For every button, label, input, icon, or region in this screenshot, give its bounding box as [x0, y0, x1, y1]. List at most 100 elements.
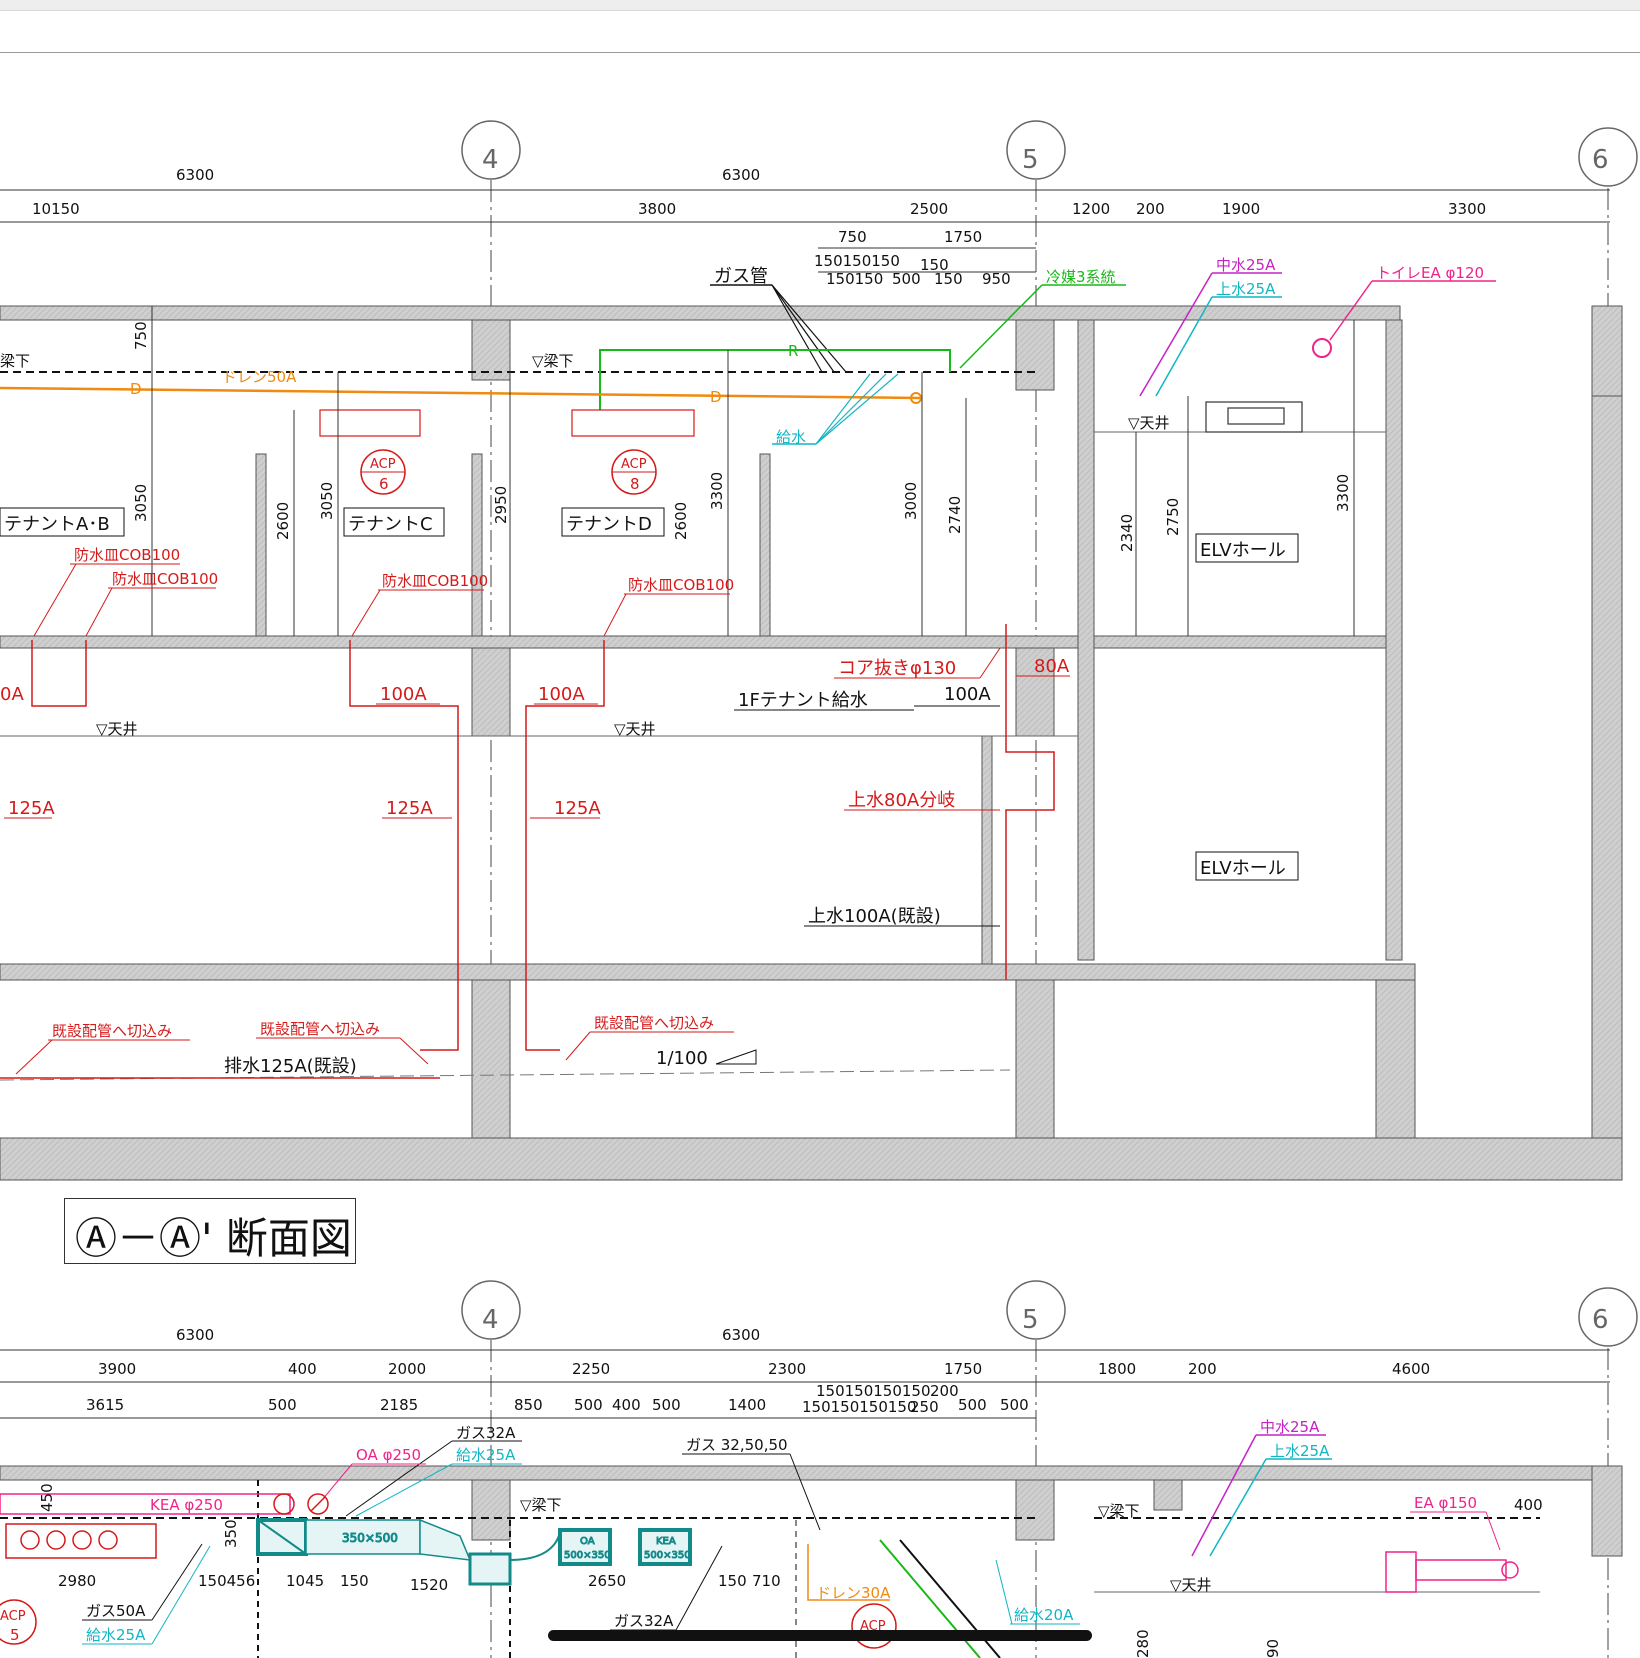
- drain-d-mark-2: D: [710, 388, 722, 406]
- svg-text:テナントD: テナントD: [566, 514, 652, 535]
- dim2-150456: 150456: [198, 1572, 255, 1590]
- pan-label-2: 防水皿COB100: [112, 570, 218, 588]
- svg-text:5: 5: [10, 1626, 20, 1644]
- pan-label-1: 防水皿COB100: [74, 546, 180, 564]
- dim-150-c: 150: [934, 270, 963, 288]
- feed-water-label: 給水: [776, 428, 806, 446]
- drain-d-mark-1: D: [130, 380, 142, 398]
- pan-label-3: 防水皿COB100: [382, 572, 488, 590]
- home-indicator-bar[interactable]: [548, 1630, 1092, 1641]
- svg-text:テナントA･B: テナントA･B: [4, 514, 110, 535]
- beam-bottom-mark-2: ▽梁下: [520, 1496, 562, 1514]
- vdim-750: 750: [132, 321, 150, 350]
- acp-6-symbol: ACP 6: [360, 449, 406, 495]
- dim2-350a: 350: [222, 1519, 240, 1548]
- r-mark: R: [788, 342, 798, 360]
- dim-2500: 2500: [910, 200, 948, 218]
- svg-text:ACP: ACP: [370, 457, 396, 472]
- supply-water-label: 上水25A: [1216, 280, 1276, 298]
- dim2-150c: 150: [340, 1572, 369, 1590]
- gas-pipe-label: ガス管: [714, 266, 768, 287]
- dim-200: 200: [1136, 200, 1165, 218]
- slope-label: 1/100: [656, 1048, 708, 1069]
- vdim-3000: 3000: [902, 482, 920, 520]
- dim2-4600: 4600: [1392, 1360, 1430, 1378]
- svg-text:ACP: ACP: [0, 1609, 26, 1624]
- svg-text:4: 4: [482, 1305, 499, 1335]
- beam-bottom-mark-3: ▽梁下: [1098, 1502, 1140, 1520]
- vdim-2600-a: 2600: [274, 502, 292, 540]
- svg-text:8: 8: [630, 475, 640, 493]
- vdim-2600-b: 2600: [672, 502, 690, 540]
- grid-bubble-6: 6: [1578, 127, 1638, 187]
- svg-text:ELVホール: ELVホール: [1200, 540, 1286, 561]
- dim2-250: 250: [910, 1398, 939, 1416]
- span2-4-5: 6300: [722, 1326, 760, 1344]
- tie-in-1: 既設配管へ切込み: [52, 1022, 172, 1040]
- core-drill-label: コア抜きφ130: [838, 658, 956, 679]
- svg-text:350×500: 350×500: [342, 1531, 398, 1545]
- vdim-3300-a: 3300: [708, 472, 726, 510]
- dim-10150: 10150: [32, 200, 80, 218]
- gas50a-label: ガス50A: [86, 1602, 146, 1620]
- size-125a-1: 125A: [8, 798, 55, 819]
- dim2-500: 500: [268, 1396, 297, 1414]
- svg-text:OA: OA: [580, 1536, 595, 1547]
- structure-section1: [0, 305, 1623, 1181]
- svg-text:ACP: ACP: [621, 457, 647, 472]
- dim2-850: 850: [514, 1396, 543, 1414]
- gas-multi-label: ガス 32,50,50: [686, 1436, 788, 1454]
- size-125a-2: 125A: [386, 798, 433, 819]
- dim-150150150: 150150150: [814, 252, 900, 270]
- gas32a-lower-label: ガス32A: [614, 1612, 674, 1630]
- dim2-710: 710: [752, 1572, 781, 1590]
- section-title-box: Ⓐ－Ⓐ' 断面図: [64, 1198, 356, 1264]
- grey-water-label-2: 中水25A: [1260, 1418, 1320, 1436]
- dim-1200: 1200: [1072, 200, 1110, 218]
- svg-text:500×350: 500×350: [644, 1550, 691, 1561]
- tie-in-2: 既設配管へ切込み: [260, 1020, 380, 1038]
- size-0a: 0A: [0, 684, 24, 705]
- toilet-ea-label: トイレEA φ120: [1376, 264, 1484, 282]
- dim2-3900: 3900: [98, 1360, 136, 1378]
- ea150-label: EA φ150: [1414, 1494, 1477, 1512]
- dim-150150: 150150: [826, 270, 883, 288]
- top-divider: [0, 52, 1640, 53]
- vdim-2740: 2740: [946, 496, 964, 534]
- supply-existing-label: 上水100A(既設): [808, 906, 941, 927]
- dim-3300: 3300: [1448, 200, 1486, 218]
- dim2-2185: 2185: [380, 1396, 418, 1414]
- acp-5-symbol: ACP 5: [0, 1599, 37, 1645]
- drain-existing-label: 排水125A(既設): [224, 1056, 357, 1077]
- dim2-500e: 500: [1000, 1396, 1029, 1414]
- dim2-500b: 500: [574, 1396, 603, 1414]
- dim-950: 950: [982, 270, 1011, 288]
- dim2-3615: 3615: [86, 1396, 124, 1414]
- kea-duct: KEA φ250: [0, 1493, 329, 1559]
- ea-fan: [1385, 1551, 1519, 1593]
- svg-text:6: 6: [1592, 145, 1609, 175]
- dim2-400b: 400: [612, 1396, 641, 1414]
- drain-label: ドレン50A: [222, 368, 297, 386]
- beam-bottom-mark: ▽梁下: [532, 352, 574, 370]
- svg-text:6: 6: [1592, 1305, 1609, 1335]
- svg-text:6: 6: [379, 475, 389, 493]
- water25a-left-label: 給水25A: [86, 1626, 146, 1644]
- acp-8-symbol: ACP 8: [611, 449, 657, 495]
- room-label-elv-2: ELVホール: [1195, 851, 1299, 881]
- svg-text:5: 5: [1022, 1305, 1039, 1335]
- dim2-2000: 2000: [388, 1360, 426, 1378]
- dim2-2980: 2980: [58, 1572, 96, 1590]
- ceiling-mark-1: ▽天井: [96, 720, 138, 738]
- dim-750: 750: [838, 228, 867, 246]
- span-3-4: 6300: [176, 166, 214, 184]
- dim2-150d: 150: [718, 1572, 747, 1590]
- window-top-bar: [0, 0, 1640, 11]
- vdim-2750: 2750: [1164, 498, 1182, 536]
- dim2-2300: 2300: [768, 1360, 806, 1378]
- dim-1900: 1900: [1222, 200, 1260, 218]
- size-125a-3: 125A: [554, 798, 601, 819]
- drain30a-label: ドレン30A: [816, 1584, 891, 1602]
- dim2-150x4b: 150150150150: [802, 1398, 917, 1416]
